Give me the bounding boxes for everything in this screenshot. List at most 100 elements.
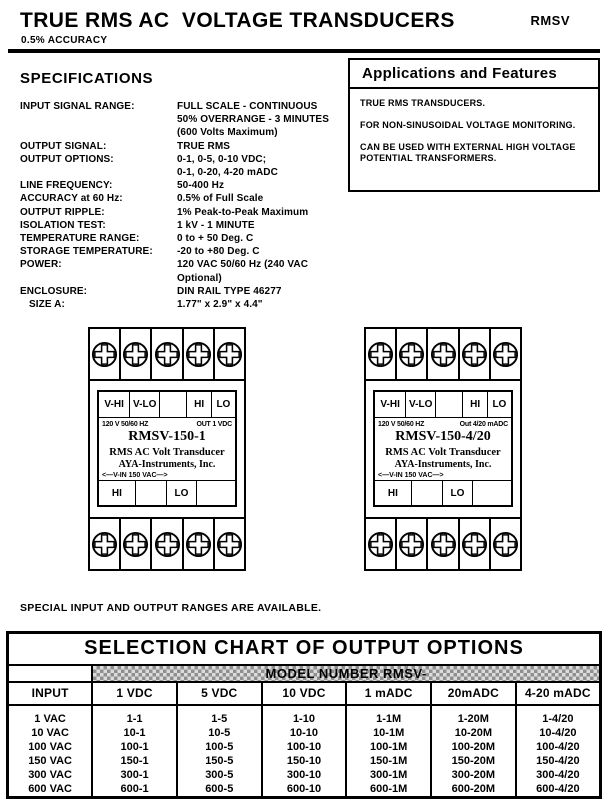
terminal-labels-top: V-HI V-LO HI LO [375, 392, 511, 419]
screw-terminal [491, 329, 520, 379]
screw-terminal [366, 519, 398, 570]
spec-row: TEMPERATURE RANGE:0 to + 50 Deg. C [20, 232, 350, 245]
terminal-label [136, 481, 167, 506]
chart-title: SELECTION CHART OF OUTPUT OPTIONS [7, 632, 601, 667]
terminal-label: HI [99, 481, 136, 506]
spec-value: FULL SCALE - CONTINUOUS [177, 101, 318, 112]
phillips-screw-icon [492, 341, 518, 367]
phillips-screw-icon [430, 531, 456, 557]
spec-row: STORAGE TEMPERATURE:-20 to +80 Deg. C [20, 245, 350, 258]
page-header: TRUE RMS AC VOLTAGE TRANSDUCERS RMSV 0.5… [0, 0, 608, 46]
spec-row: ACCURACY at 60 Hz:0.5% of Full Scale [20, 192, 350, 205]
screw-terminal [215, 329, 244, 379]
terminal-label: LO [443, 481, 473, 506]
terminal-label: V-LO [406, 392, 437, 418]
chart-model-row: MODEL NUMBER RMSV- [7, 665, 601, 684]
application-item: CAN BE USED WITH EXTERNAL HIGH VOLTAGE P… [360, 142, 576, 163]
chart-cell: 10-1 [92, 726, 178, 741]
chart-cell: 10 VAC [7, 726, 94, 741]
terminal-label [412, 481, 443, 506]
output-rating: Out 4/20 mADC [459, 421, 509, 429]
device-product: RMS AC Volt Transducer [109, 447, 225, 459]
spec-label: ENCLOSURE: [20, 285, 88, 297]
spec-label [20, 113, 177, 126]
applications-box: Applications and Features TRUE RMS TRANS… [348, 58, 600, 192]
spec-row: ISOLATION TEST:1 kV - 1 MINUTE [20, 219, 350, 232]
device-range-note: <—V-IN 150 VAC—> [99, 470, 235, 482]
chart-cell: 300-1M [346, 768, 433, 783]
terminal-label [160, 392, 188, 418]
spec-label: LINE FREQUENCY: [20, 180, 113, 192]
screw-terminal [121, 329, 153, 380]
spec-label: INPUT SIGNAL RANGE: [20, 101, 135, 112]
spec-label: ISOLATION TEST: [20, 219, 106, 231]
chart-cell: 100-4/20 [536, 741, 580, 754]
terminal-strip-bottom [364, 517, 522, 572]
terminal-labels-top: V-HI V-LO HI LO [99, 392, 235, 419]
phillips-screw-icon [399, 531, 425, 557]
chart-cell: 150-5 [176, 754, 263, 769]
spec-value: 50% OVERRANGE - 3 MINUTES [177, 114, 329, 126]
screw-terminal [184, 519, 215, 570]
chart-cell: 10-4/20 [539, 727, 577, 740]
spec-value: 0.5% of Full Scale [177, 193, 264, 205]
chart-column-header: 1 VDC [92, 682, 178, 707]
terminal-label [197, 481, 235, 505]
chart-cell: 300-20M [431, 768, 517, 783]
spec-value: 50-400 Hz [177, 180, 225, 192]
spec-label: POWER: [20, 259, 62, 271]
spec-label [20, 166, 177, 179]
spec-label: OUTPUT SIGNAL: [20, 140, 107, 152]
phillips-screw-icon [154, 341, 180, 367]
spec-row: LINE FREQUENCY: 50-400 Hz [20, 179, 350, 192]
specifications-heading: SPECIFICATIONS [20, 70, 154, 87]
phillips-screw-icon [154, 531, 180, 557]
input-rating: 120 V 50/60 HZ [378, 421, 425, 429]
spec-value: TRUE RMS [177, 140, 231, 152]
chart-cell: 150-4/20 [536, 755, 580, 768]
phillips-screw-icon [185, 531, 211, 557]
chart-cell: 150-1 [92, 754, 178, 769]
device-ratings: 120 V 50/60 HZ OUT 1 VDC [99, 418, 235, 428]
chart-cell: 600 VAC [7, 782, 94, 798]
screw-terminal [491, 519, 520, 569]
spec-row: (600 Volts Maximum) [20, 126, 350, 139]
terminal-label: HI [463, 392, 488, 418]
phillips-screw-icon [368, 531, 394, 557]
screw-terminal [152, 329, 184, 380]
device-company: AYA-Instruments, Inc. [118, 459, 216, 471]
spec-label: TEMPERATURE RANGE: [20, 233, 140, 245]
screw-terminal [184, 329, 215, 380]
terminal-label: V-LO [130, 392, 161, 418]
spec-row: SIZE A:1.77" x 2.9" x 4.4" [20, 298, 350, 311]
chart-cell: 300-10 [261, 768, 348, 783]
screw-terminal [366, 329, 398, 380]
chart-cell: 100-20M [431, 740, 517, 755]
chart-cell: 100-5 [176, 740, 263, 755]
screw-terminal [397, 519, 429, 570]
phillips-screw-icon [216, 531, 242, 557]
model-code: RMSV [530, 13, 570, 28]
chart-cell: 600-5 [176, 782, 263, 798]
chart-cell: 10-20M [431, 726, 517, 741]
device-body: V-HI V-LO HI LO 120 V 50/60 HZ OUT 1 VDC… [88, 379, 246, 520]
spec-label [20, 126, 177, 139]
terminal-label: V-HI [375, 392, 407, 418]
spec-value: DIN RAIL TYPE 46277 [177, 285, 282, 297]
specifications-rows: INPUT SIGNAL RANGE: FULL SCALE - CONTINUO… [20, 100, 350, 311]
phillips-screw-icon [461, 531, 487, 557]
phillips-screw-icon [399, 341, 425, 367]
terminal-label: V-HI [99, 392, 131, 418]
phillips-screw-icon [430, 341, 456, 367]
output-rating: OUT 1 VDC [196, 421, 232, 429]
terminal-label [473, 481, 511, 505]
chart-cell: 600-4/20 [536, 783, 580, 796]
terminal-label: HI [375, 481, 412, 506]
screw-terminal [121, 519, 153, 570]
terminal-strip-top [88, 327, 246, 382]
chart-cell: 150-20M [431, 754, 517, 769]
spec-value: 120 VAC 50/60 Hz (240 VAC Optional) [177, 259, 309, 284]
